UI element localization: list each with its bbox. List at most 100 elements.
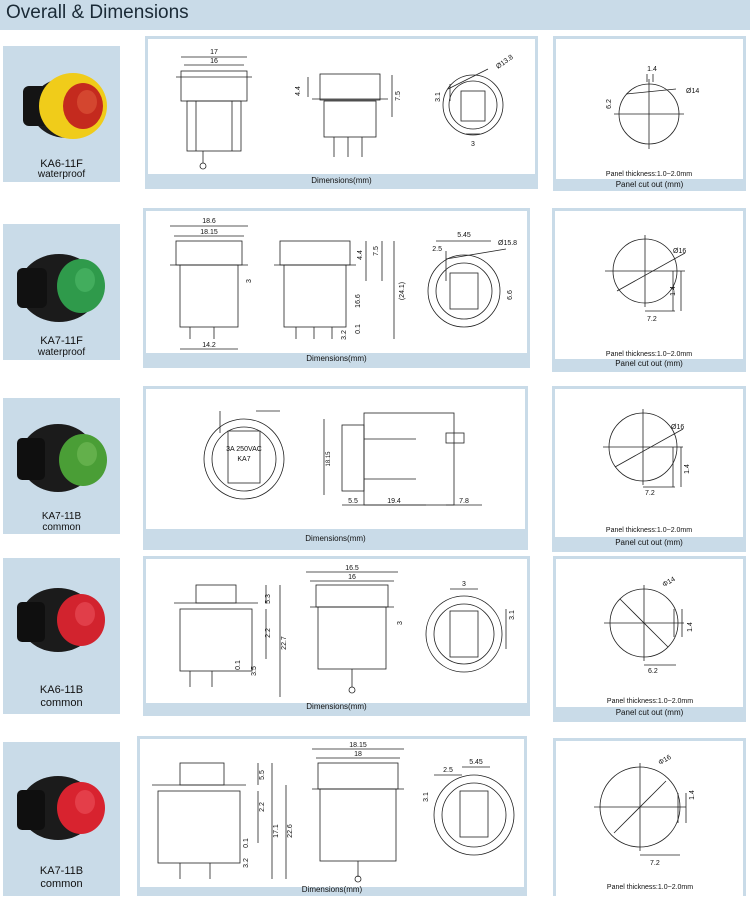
dim-label: KA7 (237, 456, 250, 463)
dim-label: 5.3 (265, 594, 272, 604)
dim-label: 3 (462, 581, 466, 588)
dim-label: 3.2 (341, 330, 348, 340)
dimensions-caption: Dimensions(mm) (301, 885, 363, 894)
model-label: KA6-11B (39, 684, 84, 696)
model-label: KA7-11F (40, 335, 83, 347)
cut-label: 7.2 (647, 316, 657, 323)
dimensions-caption: Dimensions(mm) (306, 354, 367, 363)
panel-thickness: Panel thickness:1.0~2.0mm (606, 351, 692, 358)
dim-label: 0.1 (235, 660, 242, 670)
cut-label: 6.2 (606, 99, 613, 109)
dimensions-panel: 5.3 2.2 22.7 0.1 3.5 16.5 16 3 3 3.1 Dim… (143, 556, 530, 716)
dim-label: 16.6 (355, 294, 362, 308)
cutout-drawing: 1.4 6.2 Ø14 Panel thickness:1.0~2.0mm (606, 66, 699, 178)
cut-label: Ø16 (673, 248, 686, 255)
cut-label: 1.4 (689, 790, 696, 800)
cut-label: Φ16 (658, 754, 673, 767)
dim-label: 3 (471, 141, 475, 148)
dimensions-panel: 3A 250VAC KA7 18.15 5.5 19.4 7.8 Dimensi… (143, 386, 528, 550)
cutout-caption: Panel cut out (mm) (615, 538, 683, 547)
section-title: Overall & Dimensions (6, 2, 189, 23)
dim-label: 17.1 (273, 824, 280, 838)
cut-label: Ø16 (671, 424, 684, 431)
dimensions-drawing: 17 16 4.4 7.5 3.1 3 Ø13.8 (176, 49, 515, 170)
dimensions-drawing: 18.6 18.15 3 14.2 4.4 7.5 16.6 0.1 3.2 (… (170, 218, 517, 350)
product-row-ka7-11b-green: KA7-11B common 3A 250VAC (0, 382, 750, 552)
cut-label: 7.2 (650, 860, 660, 867)
model-label: KA7-11B (39, 865, 84, 877)
cutout-drawing: Φ16 1.4 7.2 Panel thickness:1.0~2.0mm (594, 754, 696, 891)
dimensions-panel: 17 16 4.4 7.5 3.1 3 Ø13.8 Dimensions(mm) (145, 36, 538, 189)
product-photo-panel: KA7-11B common (3, 398, 120, 534)
dim-label: 2.2 (265, 628, 272, 638)
dim-label: 19.4 (387, 498, 401, 505)
dim-label: 3.2 (243, 858, 250, 868)
dim-label: (24.1) (399, 282, 406, 300)
dim-label: Ø15.8 (498, 240, 517, 247)
cut-label: Ø14 (686, 88, 699, 95)
type-label: waterproof (37, 347, 86, 358)
dimensions-drawing: 3A 250VAC KA7 18.15 5.5 19.4 7.8 (203, 410, 482, 506)
dimensions-caption: Dimensions(mm) (311, 176, 372, 185)
cut-label: Φ14 (662, 576, 677, 589)
cutout-caption: Panel cut out (mm) (615, 359, 683, 368)
type-label: common (40, 697, 83, 709)
dim-label: 2.5 (443, 767, 453, 774)
dim-label: 3.1 (435, 92, 442, 102)
dim-label: 7.5 (395, 91, 402, 101)
product-photo-panel: KA6-11F waterproof (3, 46, 120, 182)
dim-label: 2.2 (259, 802, 266, 812)
dim-label: 17 (210, 49, 218, 56)
product-row-ka6-11b: KA6-11B common (0, 556, 750, 726)
panel-cutout-panel: Φ14 1.4 6.2 Panel thickness:1.0~2.0mm Pa… (553, 556, 746, 722)
panel-thickness: Panel thickness:1.0~2.0mm (607, 884, 693, 891)
dim-label: 6.6 (507, 290, 514, 300)
cutout-drawing: Ø16 1.4 7.2 Panel thickness:1.0~2.0mm (603, 409, 692, 534)
dim-label: 3.1 (423, 792, 430, 802)
cut-label: 7.2 (645, 490, 655, 497)
dim-label: 7.5 (373, 246, 380, 256)
panel-thickness: Panel thickness:1.0~2.0mm (606, 171, 692, 178)
dim-label: 18 (354, 751, 362, 758)
dim-label: 14.2 (202, 342, 216, 349)
switch-photo (17, 588, 105, 652)
type-label: common (40, 878, 83, 890)
panel-thickness: Panel thickness:1.0~2.0mm (606, 527, 692, 534)
product-row-ka7-11b-red: KA7-11B common 5.5 (0, 736, 750, 896)
panel-thickness: Panel thickness:1.0~2.0mm (607, 698, 693, 705)
product-row-ka7-11f: KA7-11F waterproof (0, 208, 750, 372)
dim-label: 0.1 (355, 324, 362, 334)
dim-label: Ø13.8 (495, 54, 515, 71)
cutout-caption: Panel cut out (mm) (615, 180, 684, 189)
dim-label: 3.5 (251, 666, 258, 676)
dim-label: 5.5 (348, 498, 358, 505)
dim-label: 0.1 (243, 838, 250, 848)
product-row-ka6-11f: KA6-11F waterproof (0, 36, 750, 191)
product-photo-panel: KA7-11B common (3, 742, 120, 896)
model-label: KA7-11B (41, 511, 82, 522)
switch-photo (17, 254, 105, 322)
dim-label: 16 (348, 574, 356, 581)
section-header: Overall & Dimensions (0, 0, 750, 30)
dim-label: 3A 250VAC (226, 446, 262, 453)
dim-label: 22.7 (281, 636, 288, 650)
cutout-drawing: Ø16 1.4 7.2 Panel thickness:1.0~2.0mm (605, 235, 692, 358)
cutout-caption: Panel cut out (mm) (615, 708, 684, 717)
dim-label: 7.8 (459, 498, 469, 505)
panel-cutout-panel: 1.4 6.2 Ø14 Panel thickness:1.0~2.0mm Pa… (553, 36, 746, 191)
dim-label: 18.15 (349, 742, 367, 749)
dim-label: 5.45 (457, 232, 471, 239)
type-label: common (42, 522, 81, 533)
model-label: KA6-11F (40, 158, 83, 170)
cut-label: 1.4 (684, 464, 691, 474)
panel-cutout-panel: Ø16 1.4 7.2 Panel thickness:1.0~2.0mm Pa… (552, 386, 746, 552)
switch-photo (17, 776, 105, 840)
cut-label: 1.4 (670, 286, 677, 296)
panel-cutout-panel: Ø16 1.4 7.2 Panel thickness:1.0~2.0mm Pa… (552, 208, 746, 372)
dim-label: 18.15 (200, 229, 218, 236)
cut-label: 1.4 (687, 622, 694, 632)
dim-label: 16 (210, 58, 218, 65)
dim-label: 3.1 (509, 610, 516, 620)
dimensions-drawing: 5.3 2.2 22.7 0.1 3.5 16.5 16 3 3 3.1 (174, 565, 516, 697)
product-photo-panel: KA7-11F waterproof (3, 224, 120, 360)
